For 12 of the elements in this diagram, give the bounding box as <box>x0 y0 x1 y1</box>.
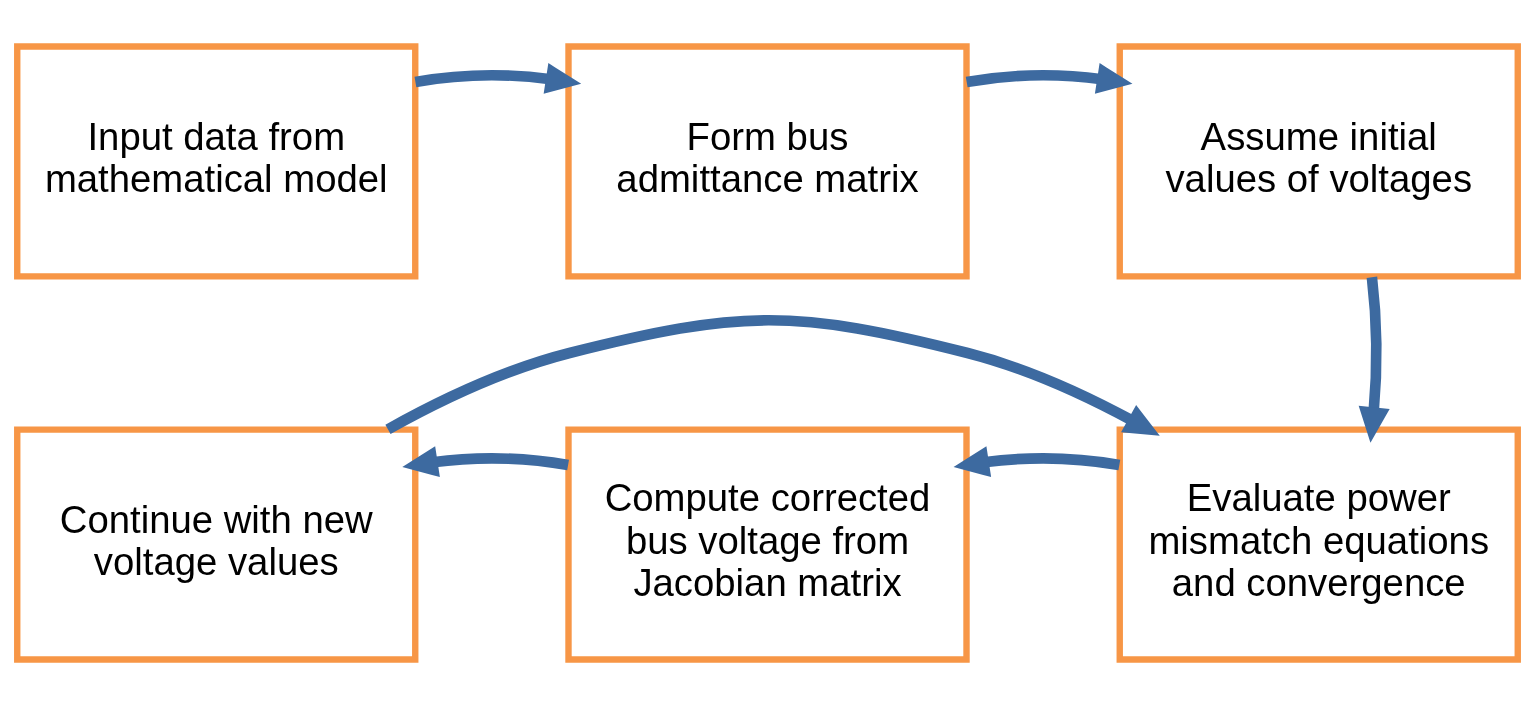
node-box: Input data from mathematical model <box>14 42 419 280</box>
arrow <box>965 62 1133 94</box>
arrow <box>414 62 582 94</box>
arrow <box>402 445 569 477</box>
node-box: Assume initial values of voltages <box>1116 42 1521 280</box>
arrow <box>953 445 1121 477</box>
node-box: Form bus admittance matrix <box>565 42 970 280</box>
arrow <box>385 314 1160 436</box>
node-box: Continue with new voltage values <box>14 425 419 663</box>
node-box: Evaluate power mismatch equations and convergence <box>1116 425 1521 663</box>
arrow <box>1358 276 1390 443</box>
node-box: Compute corrected bus voltage from Jacobian matrix <box>565 425 970 663</box>
